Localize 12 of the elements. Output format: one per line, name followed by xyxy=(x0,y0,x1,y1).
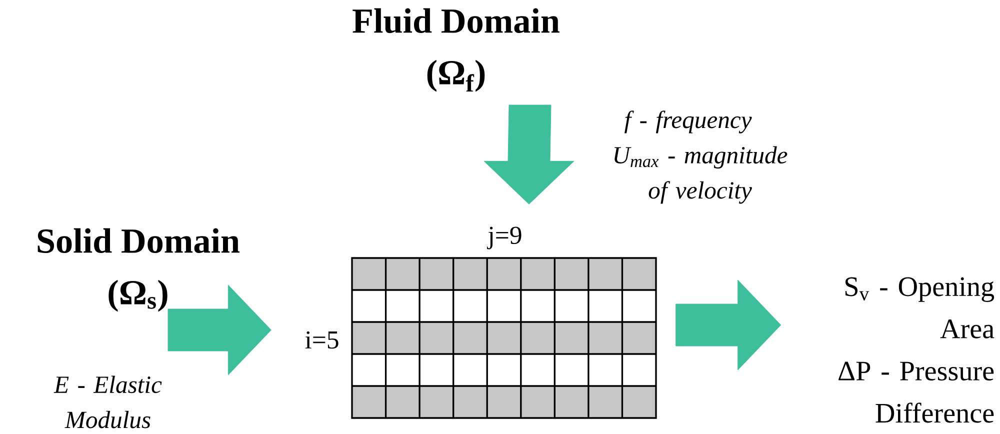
index-label: i=5 xyxy=(305,331,338,349)
parameter-note: E - Elastic Modulus xyxy=(54,376,162,428)
domain-heading: Fluid Domain (Ω$_{f}$) xyxy=(352,8,560,92)
output-text: S$_{v}$ - Opening Area ΔP - Pressure Difference xyxy=(838,277,994,423)
grid-drawing xyxy=(351,257,657,419)
block-arrow xyxy=(168,284,272,376)
domain-heading: Solid Domain (Ω$_{s}$) xyxy=(38,228,240,312)
block-arrow xyxy=(676,280,782,370)
parameter-note: f - frequency xyxy=(624,110,752,134)
index-label: j=9 xyxy=(486,226,522,250)
parameter-note: U$_{max}$ - magnitude of velocity xyxy=(614,146,788,204)
block-arrow xyxy=(484,104,574,204)
